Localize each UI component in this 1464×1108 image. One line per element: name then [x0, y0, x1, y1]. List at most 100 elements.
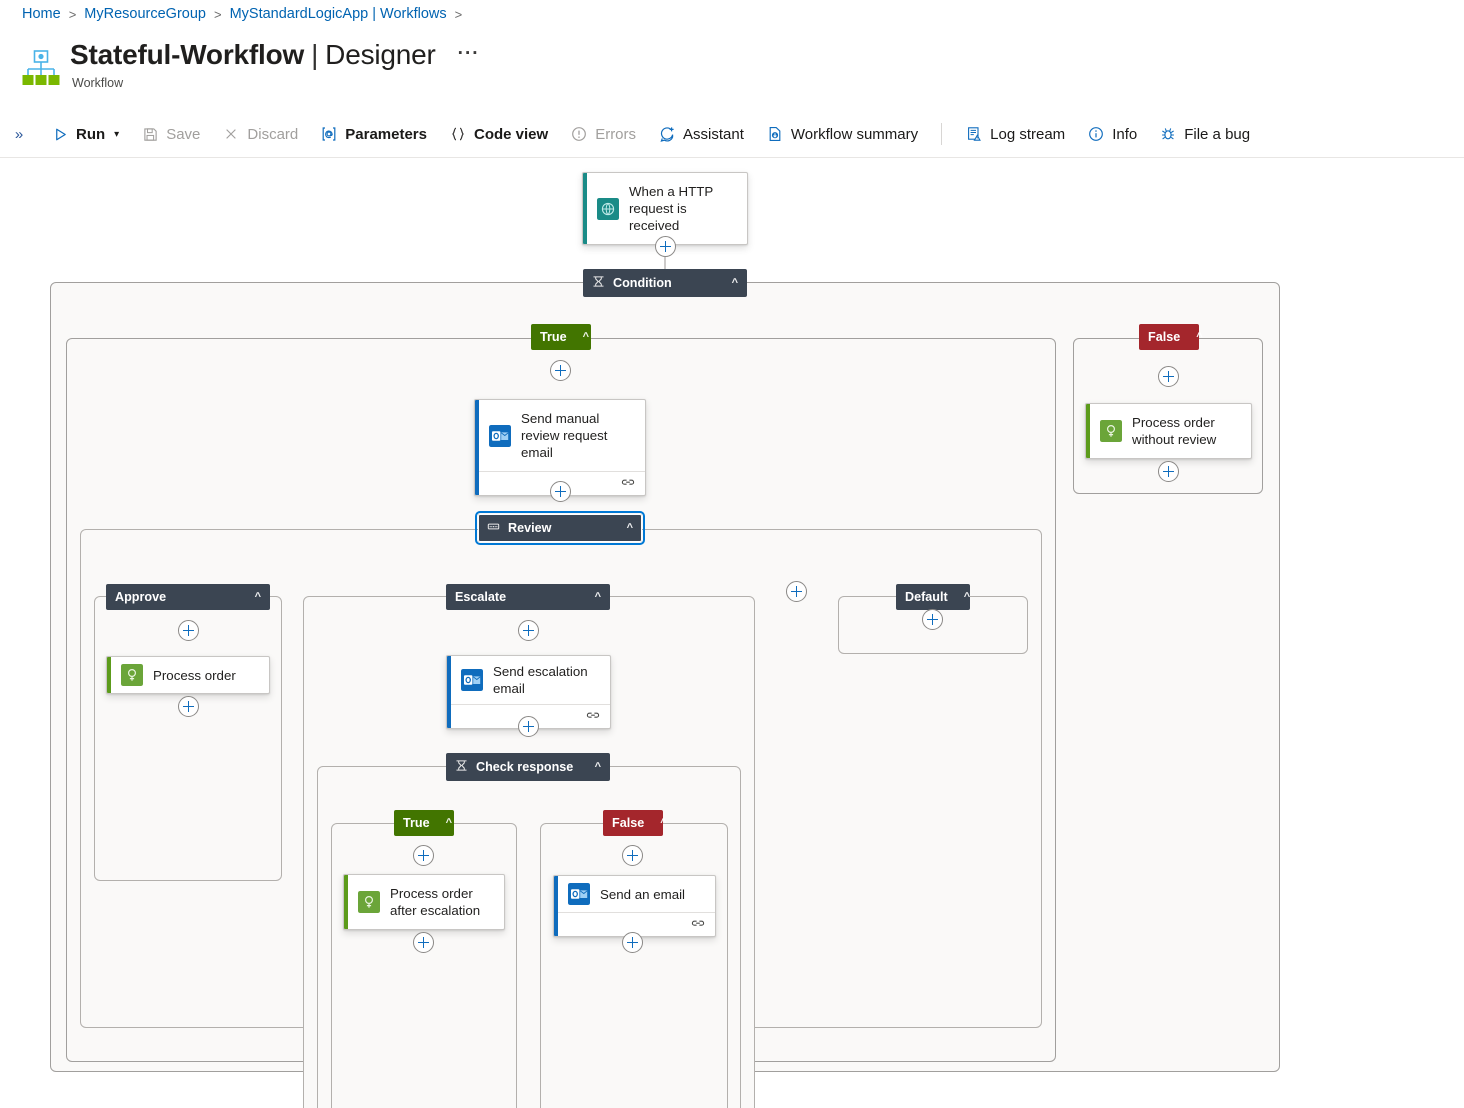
add-after-process-after-escalation-button[interactable]: [413, 932, 434, 953]
collapse-chevron-icon[interactable]: ^: [582, 331, 590, 343]
page-title-divider: |: [311, 39, 319, 70]
add-after-send-an-email-button[interactable]: [622, 932, 643, 953]
collapse-chevron-icon[interactable]: ^: [626, 522, 633, 534]
page-title-section: Designer: [325, 39, 436, 70]
workflow-summary-button[interactable]: Workflow summary: [755, 120, 929, 148]
add-case-button[interactable]: [786, 581, 807, 602]
switch-icon: [487, 520, 500, 536]
play-icon: [51, 125, 69, 143]
errors-button[interactable]: Errors: [559, 120, 647, 148]
more-options-button[interactable]: ···: [457, 43, 480, 64]
branch-true-condition[interactable]: True ^: [531, 324, 591, 350]
node-accent-bar: [1086, 404, 1090, 458]
curly-braces-icon: [449, 125, 467, 143]
save-button[interactable]: Save: [130, 120, 211, 148]
branch-true-check-response[interactable]: True ^: [394, 810, 454, 836]
connection-link-icon[interactable]: [586, 708, 600, 726]
log-stream-icon: [965, 125, 983, 143]
page-header: Stateful-Workflow | Designer ··· Workflo…: [20, 36, 480, 90]
add-after-trigger-button[interactable]: [655, 236, 676, 257]
run-button[interactable]: Run ▾: [40, 120, 130, 148]
branch-false-condition[interactable]: False ^: [1139, 324, 1203, 350]
add-in-check-false-button[interactable]: [622, 845, 643, 866]
chevron-down-icon[interactable]: ▾: [114, 128, 120, 140]
add-after-send-manual-review-button[interactable]: [550, 481, 571, 502]
node-check-response[interactable]: Check response ^: [446, 753, 610, 781]
branch-label: False: [612, 816, 645, 830]
discard-button[interactable]: Discard: [211, 120, 309, 148]
node-send-manual-review-request-email[interactable]: Send manual review request email: [474, 399, 646, 496]
add-in-escalate-case-button[interactable]: [518, 620, 539, 641]
node-title: Send an email: [600, 886, 686, 902]
add-in-approve-case-button[interactable]: [178, 620, 199, 641]
http-request-icon: [597, 197, 619, 220]
node-process-order-without-review[interactable]: Process order without review: [1085, 403, 1252, 459]
assistant-button[interactable]: Assistant: [647, 120, 755, 148]
add-after-process-order-button[interactable]: [178, 696, 199, 717]
collapse-chevron-icon[interactable]: ^: [963, 591, 971, 603]
discard-label: Discard: [247, 125, 299, 143]
case-default[interactable]: Default ^: [896, 584, 970, 610]
collapse-chevron-icon[interactable]: ^: [445, 817, 453, 829]
info-label: Info: [1112, 125, 1138, 143]
add-in-default-case-button[interactable]: [922, 609, 943, 630]
add-after-process-without-review-button[interactable]: [1158, 461, 1179, 482]
node-accent-bar: [554, 876, 558, 936]
node-accent-bar: [447, 656, 451, 728]
expand-chevron-icon[interactable]: »: [14, 125, 24, 143]
outlook-icon: [461, 669, 483, 691]
collapse-chevron-icon[interactable]: ^: [731, 277, 738, 289]
connection-link-icon[interactable]: [691, 916, 705, 934]
collapse-chevron-icon[interactable]: ^: [594, 761, 601, 773]
node-when-a-http-request-is-received[interactable]: When a HTTP request is received: [582, 172, 748, 245]
node-process-order[interactable]: Process order: [106, 656, 270, 694]
log-stream-label: Log stream: [990, 125, 1066, 143]
branch-false-check-response[interactable]: False ^: [603, 810, 667, 836]
azure-function-icon: [121, 664, 143, 686]
connection-link-icon[interactable]: [621, 475, 635, 493]
breadcrumb-item-home[interactable]: Home: [22, 6, 61, 22]
breadcrumb-item-logic-app[interactable]: MyStandardLogicApp | Workflows: [229, 6, 447, 22]
breadcrumb-item-resource-group[interactable]: MyResourceGroup: [84, 6, 206, 22]
case-escalate[interactable]: Escalate ^: [446, 584, 610, 610]
errors-label: Errors: [595, 125, 637, 143]
node-footer: [554, 912, 715, 936]
case-label: Default: [905, 590, 948, 604]
add-in-true-branch-button[interactable]: [550, 360, 571, 381]
node-condition[interactable]: Condition ^: [583, 269, 747, 297]
parameters-button[interactable]: Parameters: [309, 120, 438, 148]
collapse-chevron-icon[interactable]: ^: [254, 591, 261, 603]
save-label: Save: [166, 125, 201, 143]
log-stream-button[interactable]: Log stream: [954, 120, 1076, 148]
info-circle-icon: [1087, 125, 1105, 143]
collapse-chevron-icon[interactable]: ^: [1196, 331, 1203, 343]
node-review-switch[interactable]: Review ^: [475, 511, 645, 545]
workflow-summary-label: Workflow summary: [790, 125, 919, 143]
case-approve[interactable]: Approve ^: [106, 584, 270, 610]
assistant-label: Assistant: [683, 125, 744, 143]
outlook-icon: [568, 883, 590, 905]
node-send-an-email[interactable]: Send an email: [553, 875, 716, 937]
bug-icon: [1159, 125, 1177, 143]
case-label: Approve: [115, 590, 167, 604]
collapse-chevron-icon[interactable]: ^: [660, 817, 667, 829]
node-title: Process order: [153, 667, 236, 683]
azure-function-icon: [358, 891, 380, 913]
file-a-bug-button[interactable]: File a bug: [1148, 120, 1261, 148]
breadcrumb: Home > MyResourceGroup > MyStandardLogic…: [22, 6, 470, 22]
add-in-false-branch-button[interactable]: [1158, 366, 1179, 387]
breadcrumb-separator-icon: >: [68, 6, 77, 22]
outlook-icon: [489, 424, 511, 447]
collapse-chevron-icon[interactable]: ^: [594, 591, 601, 603]
check-true-branch-scope: [331, 823, 517, 1108]
add-in-check-true-button[interactable]: [413, 845, 434, 866]
info-button[interactable]: Info: [1076, 120, 1148, 148]
add-after-send-escalation-email-button[interactable]: [518, 716, 539, 737]
node-accent-bar: [344, 875, 348, 929]
branch-label: True: [403, 816, 430, 830]
node-process-order-after-escalation[interactable]: Process order after escalation: [343, 874, 505, 930]
node-title: Process order after escalation: [390, 886, 481, 918]
workflow-designer-canvas[interactable]: When a HTTP request is received Conditio…: [0, 158, 1464, 1108]
run-label: Run: [76, 125, 106, 143]
code-view-button[interactable]: Code view: [438, 120, 559, 148]
